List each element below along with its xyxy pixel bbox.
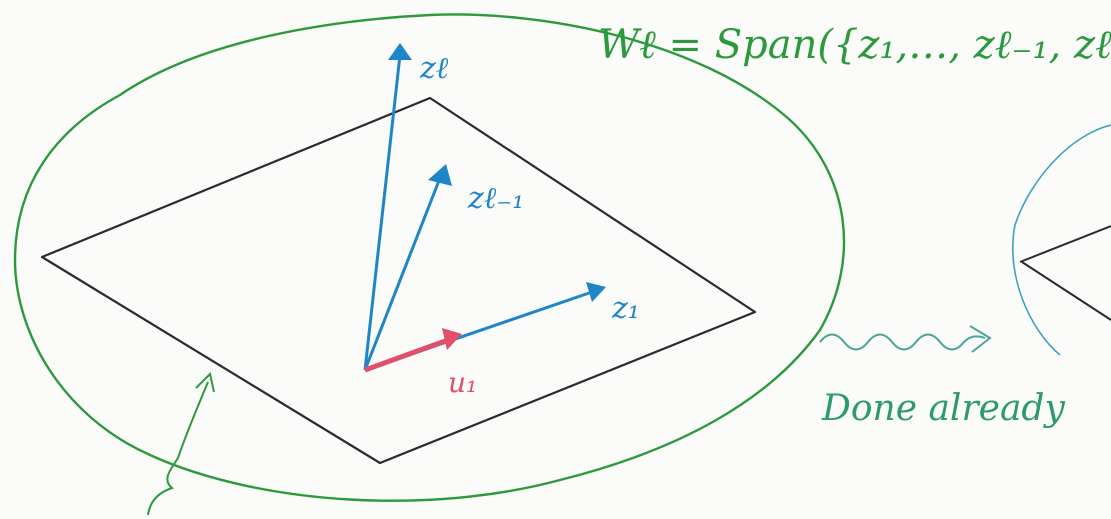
vector-z-l-arrowhead	[388, 43, 412, 60]
next-subspace-outline	[1011, 124, 1111, 356]
title-equation: Wℓ = Span({z₁,…, zℓ₋₁, zℓ })	[598, 22, 1111, 68]
label-z-l: zℓ	[419, 51, 449, 86]
note-done-already: Done already	[821, 388, 1065, 429]
vector-z-l-minus-1	[363, 177, 442, 371]
label-u-1: u₁	[448, 366, 477, 399]
vector-u-1	[364, 337, 449, 373]
label-z-1: z₁	[611, 291, 640, 326]
squiggle-arrow	[819, 333, 986, 351]
subspace-outline	[13, 13, 846, 502]
brace-pointer-arrowhead	[195, 372, 215, 393]
plane	[40, 96, 757, 465]
label-z-l-minus-1: zℓ₋₁	[467, 181, 524, 216]
squiggle-arrowhead	[969, 325, 992, 353]
vector-z-l	[363, 54, 402, 371]
vector-u-1-arrowhead	[442, 328, 462, 350]
next-plane	[1019, 225, 1111, 321]
vector-z-1-arrowhead	[586, 282, 606, 302]
vector-z-l-minus-1-arrowhead	[428, 164, 452, 186]
brace-pointer	[147, 381, 209, 516]
